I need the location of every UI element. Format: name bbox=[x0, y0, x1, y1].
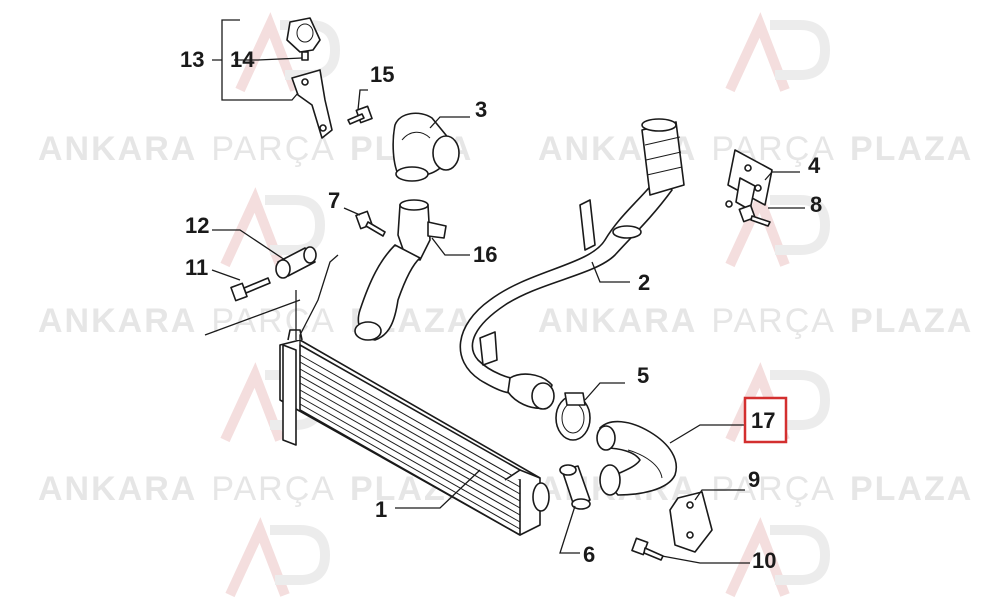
watermark-logo-icon bbox=[225, 517, 331, 598]
part-15-bolt[interactable] bbox=[347, 105, 373, 125]
callout-6[interactable]: 6 bbox=[583, 542, 595, 567]
part-14-clip[interactable] bbox=[286, 17, 321, 61]
part-7-bolt[interactable] bbox=[355, 210, 386, 237]
callout-labels: 1 2 3 4 5 6 7 8 9 10 11 12 13 14 15 16 1… bbox=[180, 47, 822, 573]
part-1-intercooler[interactable] bbox=[279, 329, 550, 536]
callout-2[interactable]: 2 bbox=[638, 270, 650, 295]
callout-11[interactable]: 11 bbox=[185, 255, 208, 280]
watermark-logo-icon bbox=[725, 517, 831, 598]
callout-7[interactable]: 7 bbox=[328, 188, 340, 213]
callout-3[interactable]: 3 bbox=[475, 97, 487, 122]
part-6-clamp[interactable] bbox=[559, 464, 591, 510]
callout-1[interactable]: 1 bbox=[375, 497, 387, 522]
callout-9[interactable]: 9 bbox=[748, 467, 760, 492]
callout-12[interactable]: 12 bbox=[185, 213, 209, 238]
part-17-short-hose[interactable] bbox=[596, 420, 677, 496]
callout-15[interactable]: 15 bbox=[370, 62, 394, 87]
callout-10[interactable]: 10 bbox=[752, 548, 776, 573]
callout-17[interactable]: 17 bbox=[751, 408, 775, 433]
part-9-bracket-plate[interactable] bbox=[669, 491, 713, 553]
part-3-elbow-hose[interactable] bbox=[392, 112, 460, 182]
callout-5[interactable]: 5 bbox=[637, 363, 649, 388]
callout-14[interactable]: 14 bbox=[230, 47, 255, 72]
callout-17-highlight-box bbox=[743, 396, 788, 444]
watermark-logos bbox=[220, 12, 831, 598]
part-13-bracket[interactable] bbox=[291, 69, 333, 139]
part-11-bolt[interactable] bbox=[230, 277, 271, 302]
watermark-logo-icon bbox=[725, 12, 831, 93]
part-5-clamp[interactable] bbox=[555, 392, 591, 441]
part-10-bolt[interactable] bbox=[631, 537, 664, 561]
callout-13[interactable]: 13 bbox=[180, 47, 204, 72]
callout-8[interactable]: 8 bbox=[810, 192, 822, 217]
callout-16[interactable]: 16 bbox=[473, 242, 497, 267]
callout-4[interactable]: 4 bbox=[808, 153, 821, 178]
part-12-bushing[interactable] bbox=[275, 246, 317, 279]
part-8-bolt[interactable] bbox=[738, 204, 771, 227]
leader-lines bbox=[204, 19, 805, 564]
part-16-bent-hose[interactable] bbox=[354, 199, 447, 341]
part-2-hose[interactable] bbox=[459, 118, 685, 410]
